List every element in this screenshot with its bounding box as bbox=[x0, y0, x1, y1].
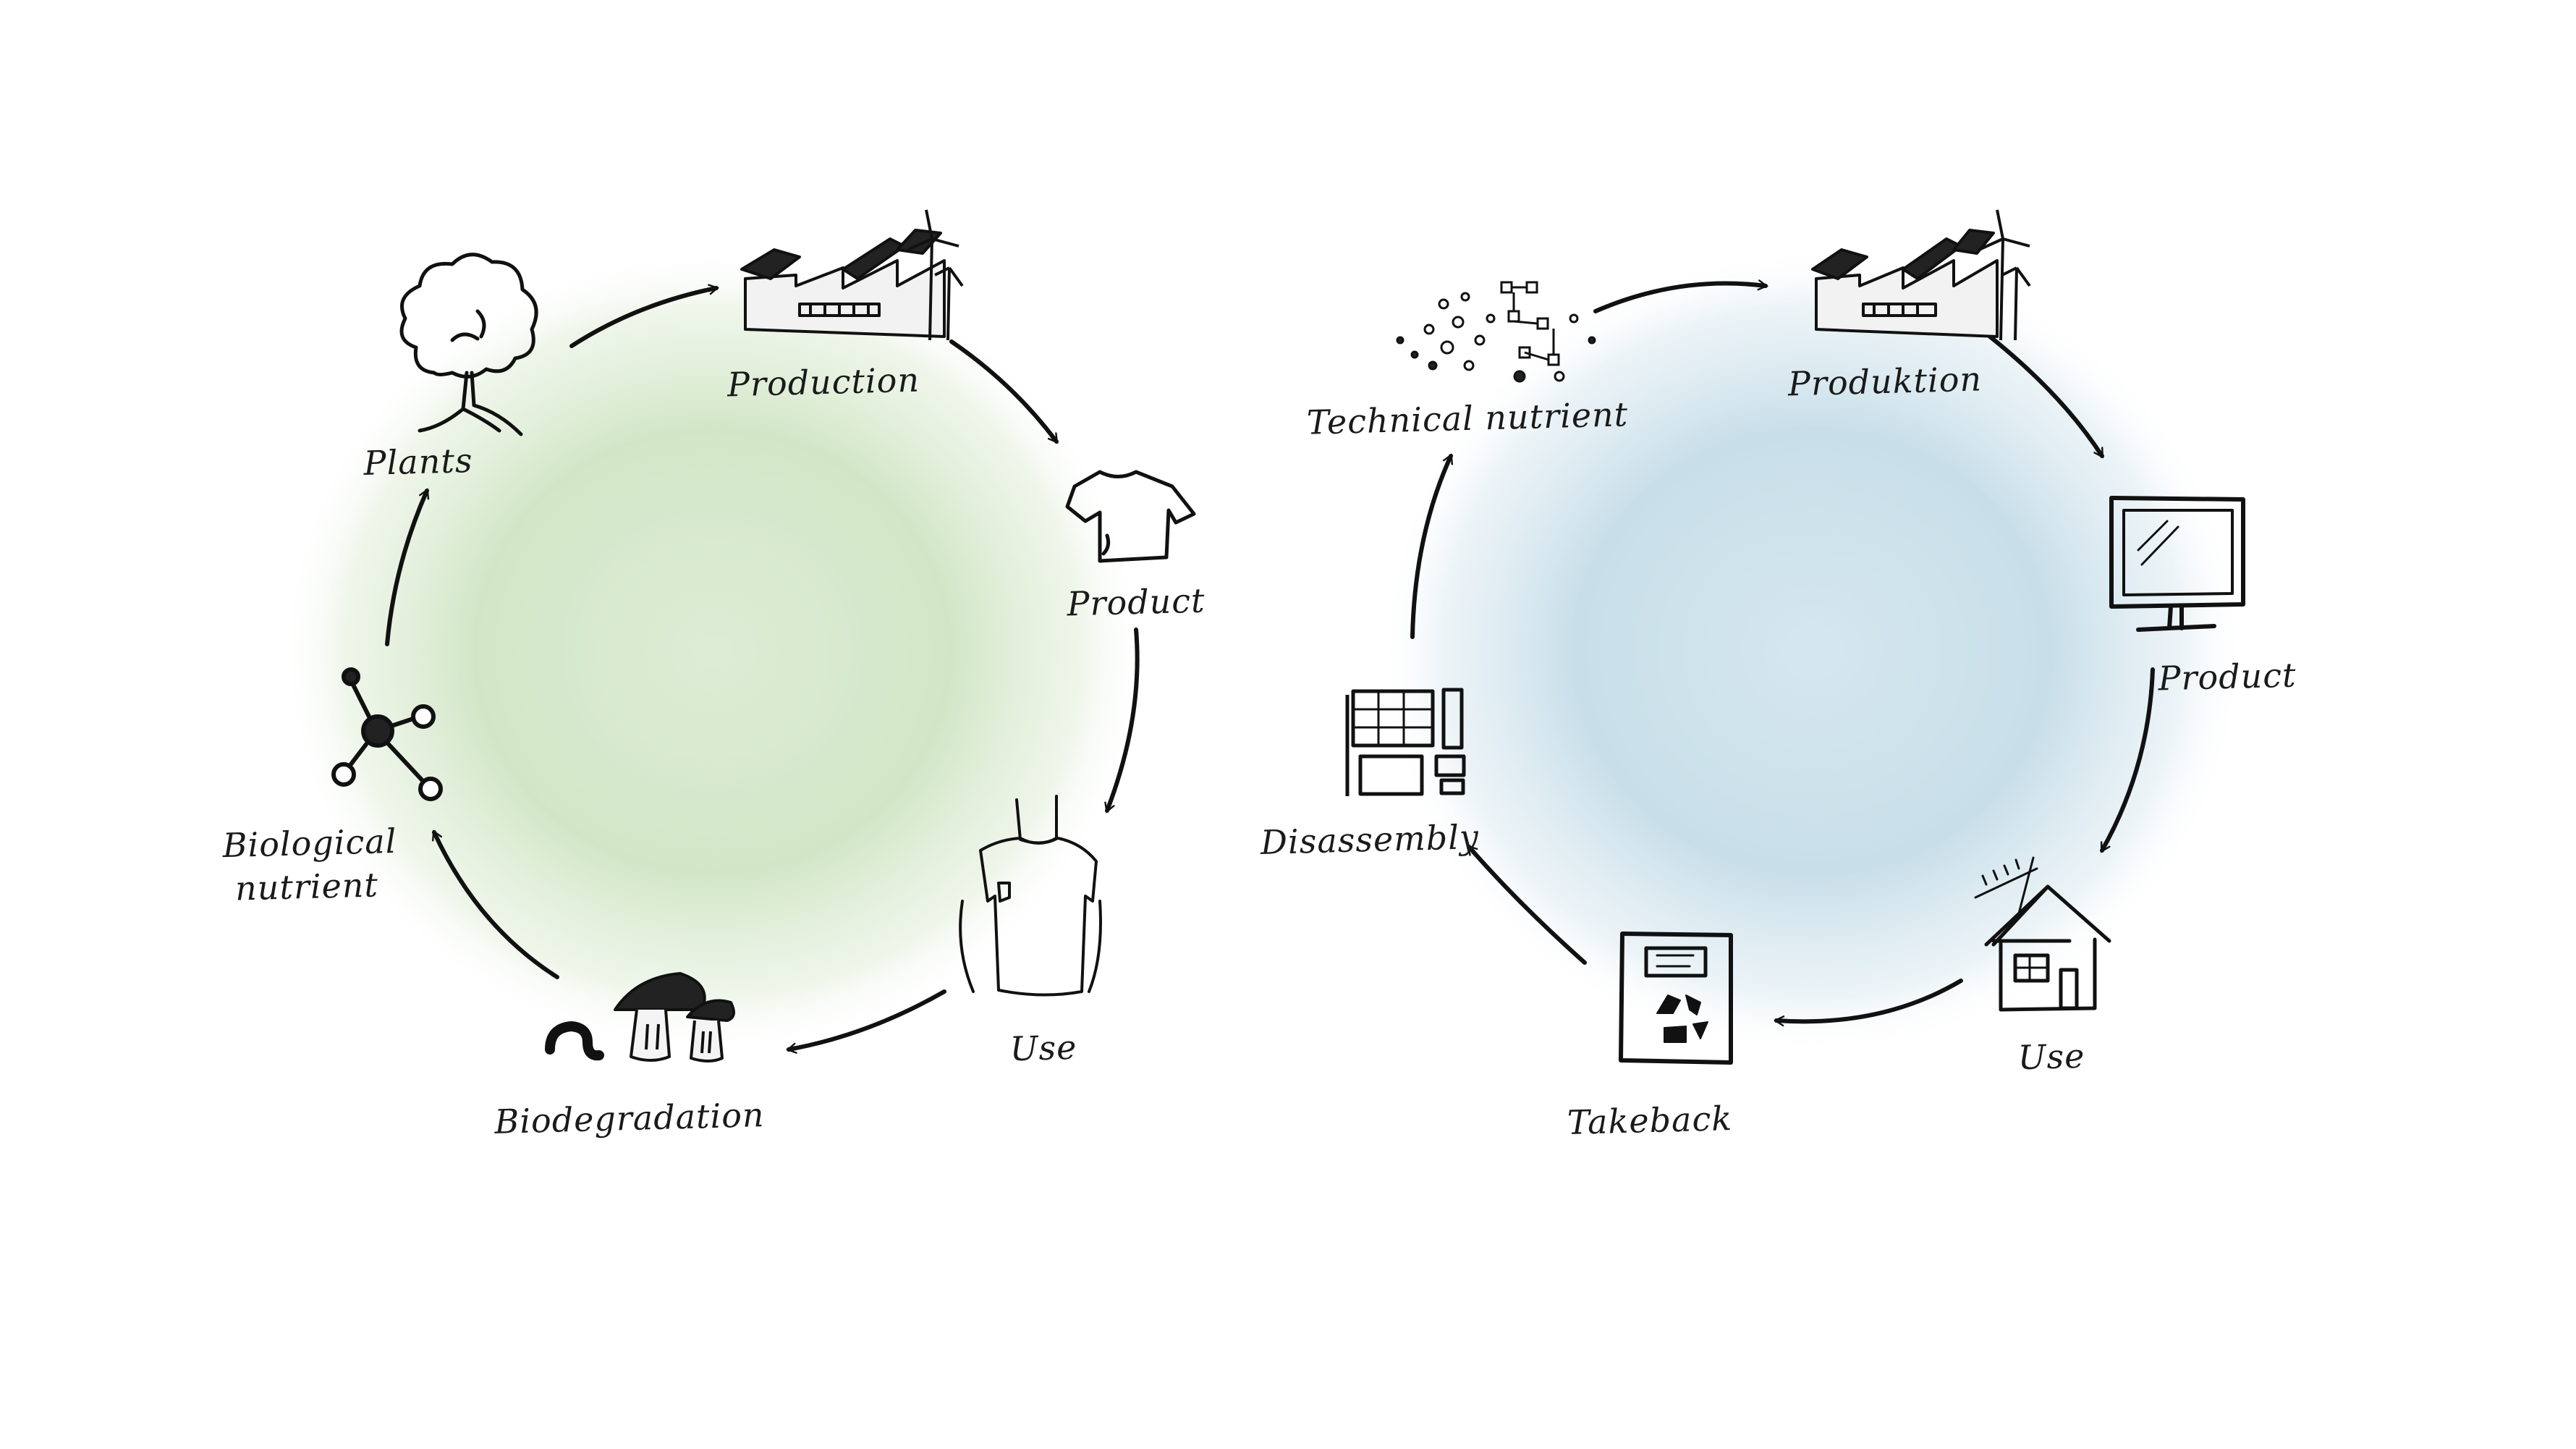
particles-icon bbox=[1396, 281, 1596, 383]
arrow-biodegradation-to-nutrient bbox=[432, 829, 559, 979]
label-biodegradation: Biodegradation bbox=[493, 1095, 766, 1141]
label-takeback: Takeback bbox=[1567, 1099, 1733, 1142]
tshirt-icon bbox=[1065, 470, 1196, 563]
bio-cycle-glow bbox=[279, 246, 1147, 1057]
tech-cycle-glow bbox=[1378, 246, 2247, 1057]
recycle-bin-icon bbox=[1619, 932, 1733, 1065]
mushroom-worm-icon bbox=[545, 972, 735, 1063]
label-plants: Plants bbox=[363, 441, 474, 483]
label-production: Production bbox=[726, 360, 920, 405]
arrow-use-to-biodegradation bbox=[786, 989, 946, 1054]
monitor-icon bbox=[2109, 496, 2245, 632]
arrow-disassembly-to-technical bbox=[1410, 453, 1454, 639]
arrow-takeback-to-disassembly bbox=[1467, 844, 1587, 965]
arrow-use-to-takeback bbox=[1773, 979, 1963, 1027]
arrow-plants-to-production bbox=[569, 284, 719, 348]
arrow-production-to-product bbox=[949, 339, 1059, 444]
house-icon bbox=[1974, 856, 2111, 1012]
arrow-nutrient-to-plants bbox=[385, 488, 430, 646]
label-use: Use bbox=[1009, 1027, 1077, 1069]
label-produktion: Produktion bbox=[1787, 359, 1983, 404]
label-biological-nutrient-line2: nutrient bbox=[234, 865, 379, 908]
arrow-produktion-to-product bbox=[1988, 334, 2104, 459]
factory-icon bbox=[740, 209, 964, 341]
components-icon bbox=[1345, 688, 1466, 796]
person-shirt-icon bbox=[959, 795, 1102, 997]
tree-icon bbox=[399, 253, 538, 436]
arrow-product-to-use-tech bbox=[2100, 667, 2155, 853]
label-use-tech: Use bbox=[2017, 1036, 2085, 1078]
label-product: Product bbox=[1066, 580, 1206, 624]
label-product-tech: Product bbox=[2157, 655, 2297, 698]
arrow-technical-to-produktion bbox=[1593, 279, 1768, 313]
arrow-product-to-use bbox=[1104, 628, 1140, 814]
label-disassembly: Disassembly bbox=[1260, 817, 1480, 862]
label-biological-nutrient-line1: Biological bbox=[221, 821, 398, 866]
factory-icon-2 bbox=[1811, 209, 2031, 341]
molecule-icon bbox=[331, 667, 443, 801]
